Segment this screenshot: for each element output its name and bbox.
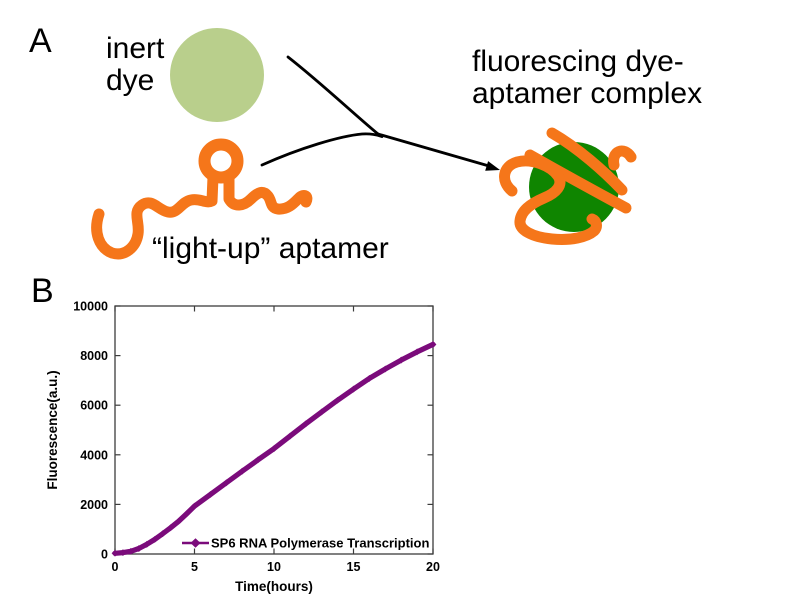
aptamer-right-strand: [223, 171, 313, 215]
series-marker: [191, 502, 198, 510]
inert-dye-label-line1: inert: [106, 32, 165, 65]
merge-arrow-bottom-branch: [260, 132, 384, 167]
panel-a-letter: A: [29, 22, 52, 60]
inert-dye-label: inert dye: [106, 33, 164, 97]
merge-arrow-top-branch: [286, 55, 380, 136]
series-marker: [111, 549, 119, 557]
series-marker: [286, 432, 294, 440]
complex-label-line2: aptamer complex: [472, 77, 703, 110]
series-marker: [127, 547, 135, 555]
series-marker: [238, 467, 246, 475]
series-marker: [222, 479, 230, 487]
complex-strand-top: [546, 127, 628, 196]
light-up-aptamer-label: “light-up” aptamer: [152, 232, 389, 265]
aptamer-squiggle: [91, 138, 313, 260]
merge-arrow: [260, 55, 491, 168]
chart-plot: 0 5 10 15 20 0 2000 4000 6000 8000 10000: [73, 300, 440, 575]
series-marker: [302, 420, 310, 428]
legend-diamond-marker: [190, 538, 201, 548]
series-marker: [397, 356, 405, 364]
y-tick-label: 6000: [80, 399, 108, 413]
inert-dye-label-line2: dye: [106, 64, 155, 97]
series-marker: [151, 535, 159, 543]
series-marker: [183, 510, 190, 518]
series-marker: [381, 365, 389, 373]
complex-strand-wrap: [499, 155, 602, 245]
series-marker: [135, 545, 143, 552]
y-axis-label: Fluorescence(a.u.): [45, 370, 60, 489]
x-tick-label: 15: [347, 560, 361, 574]
dye-aptamer-complex: [499, 127, 637, 245]
y-tick-label: 2000: [80, 498, 108, 512]
series-marker: [350, 385, 357, 393]
complex-label-line1: fluorescing dye-: [472, 45, 684, 78]
y-tick-label: 0: [101, 548, 108, 562]
series-marker: [254, 456, 262, 464]
series-marker: [429, 341, 437, 348]
merge-arrowhead: [485, 161, 500, 171]
complex-core-circle: [529, 142, 619, 232]
aptamer-left-strand: [91, 171, 219, 260]
x-tick-label: 5: [191, 560, 198, 574]
x-tick-label: 0: [112, 560, 119, 574]
series-marker: [413, 348, 421, 356]
legend-entry-label: SP6 RNA Polymerase Transcription: [211, 536, 429, 551]
plot-box: [114, 305, 434, 555]
complex-wrapped-aptamer: [499, 127, 637, 245]
x-tick-label: 20: [426, 560, 440, 574]
x-tick-label: 10: [267, 560, 281, 574]
y-tick-label: 4000: [80, 448, 108, 462]
series-marker: [175, 517, 182, 525]
x-axis-label: Time(hours): [235, 579, 313, 594]
series-marker: [143, 540, 151, 548]
series-marker: [207, 491, 214, 498]
series-marker: [159, 530, 167, 538]
series-marker: [366, 375, 373, 382]
complex-label: fluorescing dye- aptamer complex: [472, 46, 702, 110]
series-marker: [334, 396, 341, 404]
aptamer-hairpin-loop: [198, 138, 244, 184]
inert-dye-circle: [170, 28, 264, 122]
chart-legend: SP6 RNA Polymerase Transcription: [182, 536, 429, 551]
y-tick-label: 10000: [73, 300, 108, 314]
y-tick-label: 8000: [80, 349, 108, 363]
complex-strand-hook: [608, 145, 637, 171]
merge-arrow-shaft: [376, 132, 491, 168]
series-marker: [119, 549, 127, 557]
series-marker: [167, 524, 175, 532]
series-marker: [270, 445, 278, 452]
panel-b-letter: B: [31, 272, 54, 310]
series-marker: [318, 408, 326, 416]
